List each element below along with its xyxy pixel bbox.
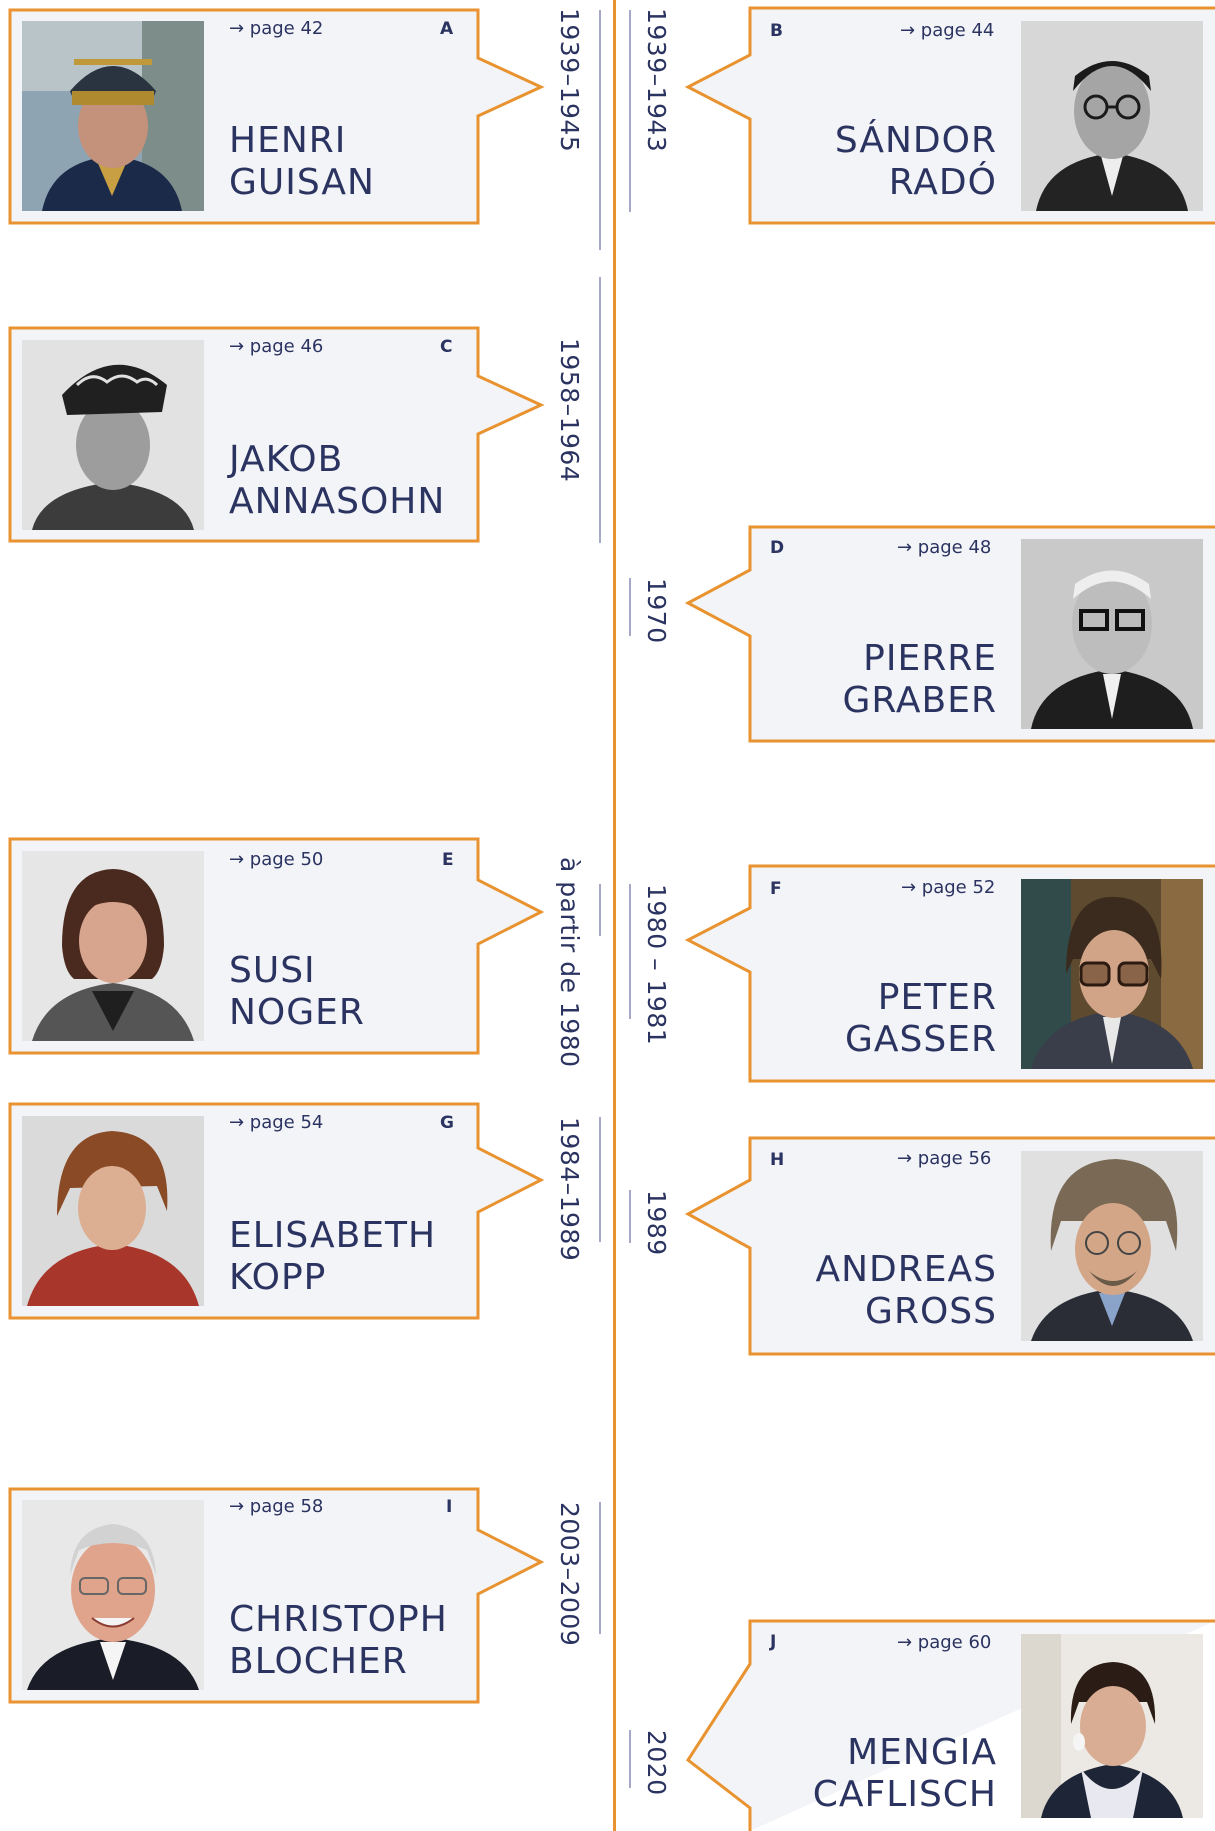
date-label: 1939–1943: [642, 8, 671, 153]
date-label: 1970: [642, 578, 671, 644]
page-reference[interactable]: → page 42: [229, 18, 324, 39]
timeline-bar: [599, 277, 601, 543]
timeline-bar: [599, 884, 601, 936]
first-name: ANDREAS: [815, 1249, 997, 1290]
card-letter: F: [770, 879, 782, 899]
first-name: PIERRE: [863, 638, 997, 679]
page-reference[interactable]: → page 56: [897, 1148, 992, 1169]
first-name: MENGIA: [847, 1732, 997, 1773]
page-reference[interactable]: → page 46: [229, 336, 324, 357]
portrait-photo: [22, 1500, 204, 1690]
date-label: 1984–1989: [555, 1117, 584, 1262]
last-name: CAFLISCH: [812, 1774, 997, 1815]
person-name: PETER GASSER: [845, 977, 997, 1061]
timeline-bar: [599, 1117, 601, 1242]
page-reference[interactable]: → page 48: [897, 537, 992, 558]
last-name: ANNASOHN: [229, 481, 446, 522]
last-name: GASSER: [845, 1019, 997, 1060]
portrait-photo: [1021, 879, 1203, 1069]
portrait-photo: [22, 21, 204, 211]
card-letter: D: [770, 538, 785, 558]
first-name: SUSI: [229, 950, 316, 991]
last-name: NOGER: [229, 992, 365, 1033]
first-name: HENRI: [229, 120, 347, 161]
date-label: 2020: [642, 1730, 671, 1796]
person-name: ANDREAS GROSS: [815, 1249, 997, 1333]
person-name: MENGIA CAFLISCH: [813, 1732, 997, 1816]
date-label: 1939–1945: [555, 8, 584, 153]
timeline-bar: [629, 1190, 631, 1243]
card-letter: C: [440, 337, 453, 357]
last-name: KOPP: [229, 1257, 327, 1298]
person-name: ELISABETH KOPP: [229, 1215, 436, 1299]
date-label: à partir de 1980: [555, 857, 584, 1068]
person-name: JAKOB ANNASOHN: [229, 439, 445, 523]
first-name: CHRISTOPH: [229, 1599, 448, 1640]
person-name: PIERRE GRABER: [842, 638, 997, 722]
portrait-photo: [1021, 539, 1203, 729]
timeline-bar: [599, 1502, 601, 1634]
first-name: SÁNDOR: [834, 120, 997, 161]
page-reference[interactable]: → page 60: [897, 1632, 992, 1653]
last-name: GRABER: [842, 680, 997, 721]
first-name: PETER: [877, 977, 997, 1018]
first-name: ELISABETH: [229, 1215, 437, 1256]
page-reference[interactable]: → page 44: [900, 20, 995, 41]
card-letter: B: [770, 21, 783, 41]
page-reference[interactable]: → page 50: [229, 849, 324, 870]
timeline-bar: [599, 10, 601, 250]
page-reference[interactable]: → page 58: [229, 1496, 324, 1517]
last-name: GROSS: [865, 1291, 997, 1332]
timeline-bar: [629, 10, 631, 212]
first-name: JAKOB: [229, 439, 344, 480]
portrait-photo: [22, 340, 204, 530]
page-reference[interactable]: → page 52: [901, 877, 996, 898]
portrait-photo: [22, 851, 204, 1041]
card-letter: A: [440, 19, 454, 39]
last-name: RADÓ: [888, 162, 997, 203]
portrait-photo: [22, 1116, 204, 1306]
person-name: SÁNDOR RADÓ: [835, 120, 997, 204]
timeline-bar: [629, 578, 631, 636]
last-name: BLOCHER: [229, 1641, 408, 1682]
page-reference[interactable]: → page 54: [229, 1112, 324, 1133]
portrait-photo: [1021, 1151, 1203, 1341]
card-letter: J: [770, 1632, 777, 1652]
date-label: 1989: [642, 1190, 671, 1256]
timeline-bar: [629, 1730, 631, 1788]
last-name: GUISAN: [229, 162, 375, 203]
card-letter: G: [440, 1113, 454, 1133]
card-letter: I: [446, 1497, 453, 1517]
date-label: 1958–1964: [555, 338, 584, 483]
date-label: 2003–2009: [555, 1502, 584, 1647]
portrait-photo: [1021, 21, 1203, 211]
portrait-photo: [1021, 1634, 1203, 1818]
person-name: HENRI GUISAN: [229, 120, 375, 204]
card-letter: H: [770, 1150, 785, 1170]
timeline-spine: [613, 0, 616, 1831]
date-label: 1980 – 1981: [642, 884, 671, 1046]
timeline-bar: [629, 884, 631, 1019]
card-letter: E: [442, 850, 454, 870]
person-name: SUSI NOGER: [229, 950, 365, 1034]
person-name: CHRISTOPH BLOCHER: [229, 1599, 448, 1683]
